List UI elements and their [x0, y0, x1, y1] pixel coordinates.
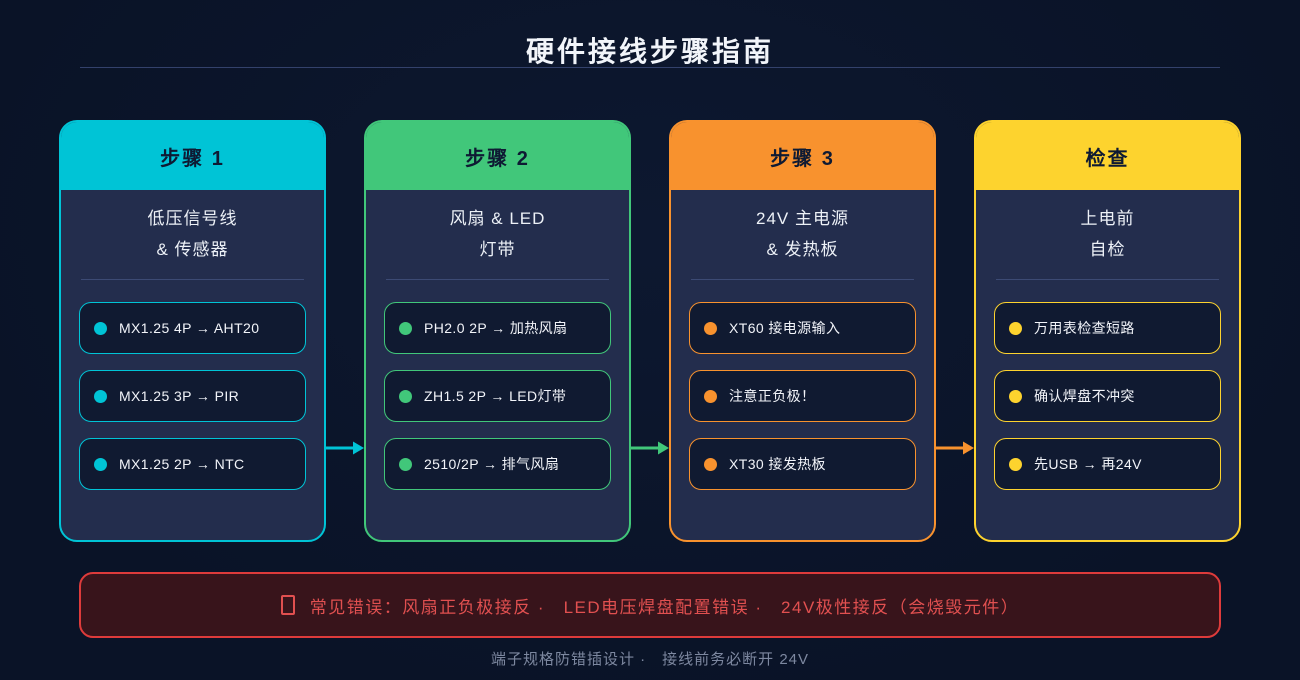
bullet-dot-icon	[399, 389, 412, 403]
card-divider	[386, 279, 609, 280]
step-2-subtitle: 风扇 & LED 灯带	[449, 209, 546, 259]
item-label: ZH1.5 2P → LED灯带	[424, 388, 567, 404]
item-label: 万用表检查短路	[1034, 320, 1135, 336]
step-3-subtitle: 24V 主电源 & 发热板	[756, 209, 849, 259]
arrow-right-icon	[326, 439, 364, 457]
list-item: ZH1.5 2P → LED灯带	[384, 370, 611, 422]
item-label: MX1.25 4P → AHT20	[119, 320, 260, 336]
list-item: MX1.25 4P → AHT20	[79, 302, 306, 354]
list-item: XT60 接电源输入	[689, 302, 916, 354]
list-item: PH2.0 2P → 加热风扇	[384, 302, 611, 354]
steps-row: 步骤 1 低压信号线 & 传感器 MX1.25 4P → AHT20 MX1.2…	[59, 120, 1241, 542]
item-label: MX1.25 3P → PIR	[119, 388, 240, 404]
list-item: 先USB → 再24V	[994, 438, 1221, 490]
warning-text: 常见错误：风扇正负极接反 · LED电压焊盘配置错误 · 24V极性接反（会烧毁…	[309, 597, 1020, 617]
bullet-dot-icon	[1009, 321, 1022, 335]
check-card: 检查 上电前 自检 万用表检查短路 确认焊盘不冲突 先USB → 再24V	[974, 120, 1241, 542]
bullet-dot-icon	[704, 389, 717, 403]
title-divider	[80, 67, 1220, 68]
step-2-card: 步骤 2 风扇 & LED 灯带 PH2.0 2P → 加热风扇 ZH1.5 2…	[364, 120, 631, 542]
bullet-dot-icon	[1009, 457, 1022, 471]
step-3-items: XT60 接电源输入 注意正负极！ XT30 接发热板	[671, 280, 934, 490]
list-item: 注意正负极！	[689, 370, 916, 422]
step-1-subtitle: 低压信号线 & 传感器	[147, 209, 238, 259]
list-item: MX1.25 2P → NTC	[79, 438, 306, 490]
arrow-right-icon	[936, 439, 974, 457]
page-footer: 端子规格防错插设计 · 接线前务必断开 24V	[490, 651, 810, 668]
item-label: PH2.0 2P → 加热风扇	[424, 320, 568, 336]
step-2-items: PH2.0 2P → 加热风扇 ZH1.5 2P → LED灯带 2510/2P…	[366, 280, 629, 490]
item-label: 注意正负极！	[729, 388, 816, 404]
step-2-header: 步骤 2	[366, 122, 629, 190]
bullet-dot-icon	[94, 389, 107, 403]
list-item: XT30 接发热板	[689, 438, 916, 490]
bullet-dot-icon	[704, 457, 717, 471]
card-divider	[691, 279, 914, 280]
step-3-header: 步骤 3	[671, 122, 934, 190]
bullet-dot-icon	[94, 321, 107, 335]
step-3-card: 步骤 3 24V 主电源 & 发热板 XT60 接电源输入 注意正负极！ XT3…	[669, 120, 936, 542]
arrow-right-icon	[631, 439, 669, 457]
item-label: 2510/2P → 排气风扇	[424, 456, 560, 472]
list-item: 2510/2P → 排气风扇	[384, 438, 611, 490]
check-items: 万用表检查短路 确认焊盘不冲突 先USB → 再24V	[976, 280, 1239, 490]
step-1-header: 步骤 1	[61, 122, 324, 190]
step-1-items: MX1.25 4P → AHT20 MX1.25 3P → PIR MX1.25…	[61, 280, 324, 490]
step-1-card: 步骤 1 低压信号线 & 传感器 MX1.25 4P → AHT20 MX1.2…	[59, 120, 326, 542]
item-label: 先USB → 再24V	[1034, 456, 1142, 472]
item-label: 确认焊盘不冲突	[1034, 388, 1135, 404]
warning-icon	[280, 595, 295, 615]
bullet-dot-icon	[399, 457, 412, 471]
list-item: 万用表检查短路	[994, 302, 1221, 354]
list-item: MX1.25 3P → PIR	[79, 370, 306, 422]
check-subtitle: 上电前 自检	[1080, 209, 1135, 259]
item-label: XT30 接发热板	[729, 456, 826, 472]
card-divider	[81, 279, 304, 280]
item-label: XT60 接电源输入	[729, 320, 841, 336]
bullet-dot-icon	[1009, 389, 1022, 403]
card-divider	[996, 279, 1219, 280]
page-title: 硬件接线步骤指南	[525, 36, 774, 67]
bullet-dot-icon	[704, 321, 717, 335]
check-header: 检查	[976, 122, 1239, 190]
bullet-dot-icon	[94, 457, 107, 471]
list-item: 确认焊盘不冲突	[994, 370, 1221, 422]
bullet-dot-icon	[399, 321, 412, 335]
item-label: MX1.25 2P → NTC	[119, 456, 245, 472]
common-errors-banner: 常见错误：风扇正负极接反 · LED电压焊盘配置错误 · 24V极性接反（会烧毁…	[79, 572, 1221, 638]
